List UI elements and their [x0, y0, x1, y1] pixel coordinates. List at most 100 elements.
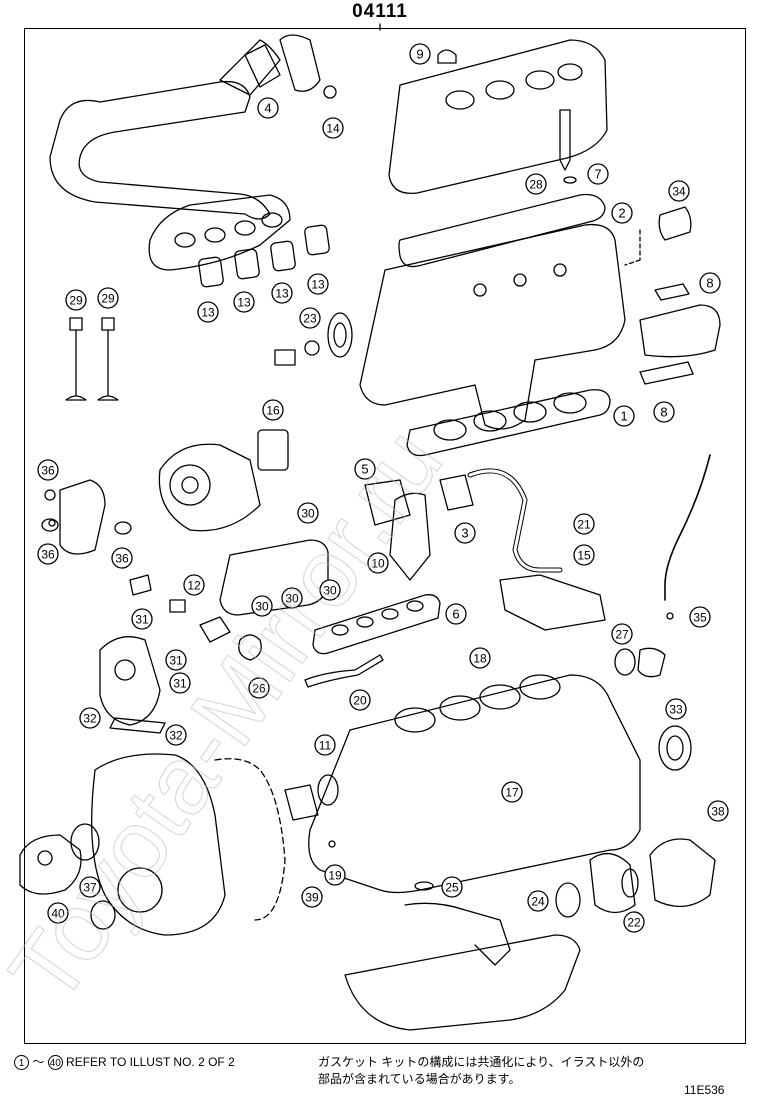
range-end-badge: 40 — [47, 1055, 63, 1071]
callout-circle — [367, 552, 389, 574]
cover-gasket — [398, 193, 606, 268]
callout-circle — [301, 886, 323, 908]
japanese-note-line-1: ガスケット キットの構成には共通化により、イラスト以外の — [318, 1055, 645, 1069]
callout-33: 33 — [665, 698, 687, 720]
diagram-frame — [24, 28, 746, 1044]
callout-4: 4 — [257, 97, 279, 119]
callout-circle — [257, 97, 279, 119]
callout-circle — [271, 282, 293, 304]
callout-number: 24 — [531, 895, 545, 909]
callout-number: 40 — [51, 907, 65, 921]
callout-number: 30 — [301, 507, 315, 521]
callout-number: 32 — [83, 712, 97, 726]
callout-circle — [314, 734, 336, 756]
callout-9: 9 — [409, 43, 431, 65]
intake-pipe — [49, 80, 271, 220]
intake-manifold — [219, 539, 329, 616]
callout-25: 25 — [441, 876, 463, 898]
cylinder-block — [308, 674, 641, 894]
callout-circle — [131, 608, 153, 630]
timing-gear-case — [91, 753, 226, 936]
callout-number: 31 — [169, 654, 183, 668]
callout-3: 3 — [454, 522, 476, 544]
diagram-part-number: 04111 — [352, 1, 408, 22]
callout-circle — [454, 522, 476, 544]
callout-circle — [281, 587, 303, 609]
callout-number: 8 — [660, 405, 667, 420]
callout-circle — [445, 603, 467, 625]
callout-number: 36 — [41, 464, 55, 478]
callout-number: 5 — [361, 462, 368, 477]
callout-circle — [611, 202, 633, 224]
callout-number: 13 — [311, 278, 325, 292]
callout-number: 10 — [371, 557, 385, 571]
callout-circle — [689, 606, 711, 628]
callout-36: 36 — [37, 543, 59, 565]
callout-10: 10 — [367, 552, 389, 574]
callout-circle — [623, 911, 645, 933]
callout-30: 30 — [297, 502, 319, 524]
callout-circle — [165, 649, 187, 671]
callout-27: 27 — [611, 623, 633, 645]
callout-number: 31 — [135, 613, 149, 627]
callout-number: 34 — [672, 185, 686, 199]
callout-circle — [613, 405, 635, 427]
callout-circle — [165, 724, 187, 746]
exhaust-manifold — [148, 194, 291, 271]
callout-circle — [297, 502, 319, 524]
callout-number: 6 — [452, 607, 459, 622]
callout-circle — [501, 781, 523, 803]
reference-text: REFER TO ILLUST NO. 2 OF 2 — [66, 1055, 235, 1069]
callout-circle — [349, 689, 371, 711]
callout-30: 30 — [251, 595, 273, 617]
callout-number: 7 — [594, 167, 601, 182]
callout-number: 21 — [577, 518, 591, 532]
callout-number: 2 — [618, 206, 625, 221]
callout-30: 30 — [319, 579, 341, 601]
callout-circle — [409, 43, 431, 65]
callout-number: 18 — [473, 652, 487, 666]
callout-13: 13 — [307, 273, 329, 295]
callout-circle — [251, 595, 273, 617]
callout-32: 32 — [79, 707, 101, 729]
callout-number: 32 — [169, 729, 183, 743]
callout-number: 36 — [115, 552, 129, 566]
callout-40: 40 — [47, 902, 69, 924]
callout-31: 31 — [131, 608, 153, 630]
callout-number: 22 — [627, 916, 641, 930]
callout-11: 11 — [314, 734, 336, 756]
callout-6: 6 — [445, 603, 467, 625]
callout-circle — [324, 864, 346, 886]
callout-8: 8 — [653, 401, 675, 423]
callout-38: 38 — [707, 800, 729, 822]
callout-circle — [668, 180, 690, 202]
callout-number: 19 — [328, 869, 342, 883]
callout-number: 36 — [41, 548, 55, 562]
callout-number: 26 — [252, 682, 266, 696]
callout-15: 15 — [573, 544, 595, 566]
callout-circle — [183, 574, 205, 596]
callout-number: 13 — [237, 296, 251, 310]
callout-circle — [319, 579, 341, 601]
callout-circle — [97, 287, 119, 309]
oil-pan — [344, 934, 581, 1031]
callout-circle — [37, 459, 59, 481]
callout-number: 37 — [83, 881, 97, 895]
callout-39: 39 — [301, 886, 323, 908]
callout-circle — [354, 458, 376, 480]
callout-number: 13 — [201, 306, 215, 320]
callout-circle — [573, 544, 595, 566]
callout-29: 29 — [97, 287, 119, 309]
callout-31: 31 — [165, 649, 187, 671]
callout-21: 21 — [573, 513, 595, 535]
callout-17: 17 — [501, 781, 523, 803]
callout-35: 35 — [689, 606, 711, 628]
callout-number: 20 — [353, 694, 367, 708]
callout-circle — [707, 800, 729, 822]
callout-28: 28 — [525, 173, 547, 195]
callout-13: 13 — [271, 282, 293, 304]
callout-circle — [299, 307, 321, 329]
callout-circle — [47, 902, 69, 924]
callout-number: 23 — [303, 312, 317, 326]
